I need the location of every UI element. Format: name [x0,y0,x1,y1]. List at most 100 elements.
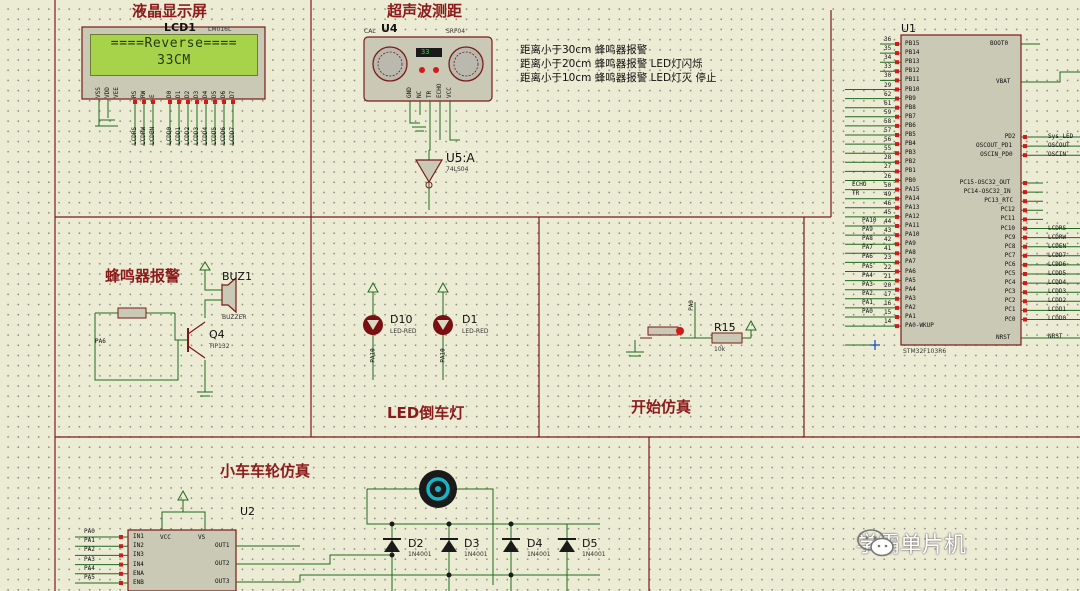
mcu-right-pin-terminal[interactable] [1023,272,1027,276]
mcu-right-pin-terminal[interactable] [1023,244,1027,249]
resistor-ref[interactable]: R15 [714,321,736,334]
mcu-right-net-label: LCDD3 [1048,288,1067,295]
driver-ref[interactable]: U2 [240,505,256,518]
mcu-left-pin-terminal[interactable] [895,233,899,238]
mcu-left-pin-terminal[interactable] [895,78,899,83]
ultrasonic-pin-tr: TR [426,90,433,98]
mcu-right-pin-terminal[interactable] [1023,308,1027,313]
ultrasonic-ref[interactable]: U4 [381,22,398,35]
lcd-pin-terminal[interactable] [168,100,172,104]
mcu-right-net-label: NRST [1048,333,1063,340]
transistor-ref[interactable]: Q4 [209,328,225,341]
mcu-left-pin-terminal[interactable] [895,315,899,319]
mcu-left-pin-terminal[interactable] [895,224,899,228]
mcu-left-pin-terminal[interactable] [895,278,899,283]
mcu-ref[interactable]: U1 [901,22,917,35]
mcu-left-pin-terminal[interactable] [895,114,899,119]
mcu-left-pin-terminal[interactable] [895,123,899,128]
lcd-pin-terminal[interactable] [133,100,137,104]
mcu-left-pin-terminal[interactable] [895,187,899,192]
mcu-left-pin-terminal[interactable] [895,242,899,247]
lcd-pin-terminal[interactable] [222,100,226,104]
mcu-left-pin-terminal[interactable] [895,269,899,274]
mcu-pin-pa3: PA3 [905,294,916,302]
mcu-right-pin-terminal[interactable] [1023,199,1027,204]
diode-d3-ref[interactable]: D3 [464,537,480,550]
lcd-pin-terminal[interactable] [142,100,146,104]
lcd-pin-terminal[interactable] [186,100,190,104]
driver-input-terminal[interactable] [119,553,123,558]
mcu-left-pin-terminal[interactable] [895,160,899,165]
lcd-model: LM016L [208,26,232,33]
buzzer-ref[interactable]: BUZ1 [222,270,252,283]
diode-d4-ref[interactable]: D4 [527,537,543,550]
mcu-left-pin-terminal[interactable] [895,169,899,174]
mcu-left-pin-terminal[interactable] [895,196,899,201]
mcu-left-pin-terminal[interactable] [895,287,899,292]
mcu-right-pin-terminal[interactable] [1023,144,1027,149]
inverter-ref[interactable]: U5:A [446,151,475,165]
led-d1-ref[interactable]: D1 [462,313,478,326]
mcu-right-pin-terminal[interactable] [1023,135,1027,139]
lcd-pin-terminal[interactable] [177,100,181,104]
lcd-pin-terminal[interactable] [213,100,217,104]
mcu-left-pin-terminal[interactable] [895,133,899,137]
mcu-left-net-label: PA1 [862,298,873,306]
mcu-right-pin-terminal[interactable] [1023,290,1027,295]
mcu-right-net-label: LCDD2 [1048,297,1067,304]
lcd-pin-terminal[interactable] [151,100,155,104]
mcu-left-pin-terminal[interactable] [895,324,899,329]
diode-d5-ref[interactable]: D5 [582,537,598,550]
mcu-right-pin-terminal[interactable] [1023,181,1027,185]
lcd-net-label: LCDD6 [220,126,227,145]
driver-net-label: PA4 [84,564,95,572]
mcu-pin-pc15-osc32_out: PC15-OSC32_OUT [959,179,1011,186]
mcu-left-pin-terminal[interactable] [895,96,899,101]
mcu-right-pin-terminal[interactable] [1023,317,1027,322]
mcu-left-pin-terminal[interactable] [895,251,899,256]
mcu-right-pin-terminal[interactable] [1023,190,1027,195]
diode-d2-ref[interactable]: D2 [408,537,424,550]
mcu-left-pin-terminal[interactable] [895,42,899,46]
led-d10-net: PA10 [369,348,377,363]
mcu-pin-pa10: PA10 [905,231,920,239]
mcu-right-pin-terminal[interactable] [1023,208,1027,213]
mcu-left-pin-terminal[interactable] [895,305,899,310]
driver-input-terminal[interactable] [119,544,123,549]
lcd-screen[interactable]: ====Reverse==== 33CM [90,34,258,76]
mcu-left-pin-terminal[interactable] [895,105,899,110]
lcd-pin-terminal[interactable] [204,100,208,104]
mcu-right-pin-terminal[interactable] [1023,235,1027,240]
lcd-pin-terminal[interactable] [195,100,199,104]
mcu-left-pin-terminal[interactable] [895,87,899,92]
driver-input-terminal[interactable] [119,562,123,567]
lcd-ref[interactable]: LCD1 [164,21,196,34]
start-section-title: 开始仿真 [631,398,692,416]
mcu-left-pin-terminal[interactable] [895,142,899,147]
mcu-right-pin-terminal[interactable] [1023,262,1027,267]
mcu-left-pin-terminal[interactable] [895,51,899,56]
mcu-right-pin-terminal[interactable] [1023,226,1027,231]
mcu-left-pin-terminal[interactable] [895,214,899,219]
mcu-right-pin-terminal[interactable] [1023,253,1027,258]
mcu-right-pin-terminal[interactable] [1023,217,1027,222]
led-d10-ref[interactable]: D10 [390,313,413,326]
mcu-right-pin-terminal[interactable] [1023,281,1027,286]
mcu-left-pin-terminal[interactable] [895,60,899,65]
mcu-right-net-label: LCDRS [1048,225,1067,232]
driver-input-terminal[interactable] [119,571,123,576]
mcu-left-pin-terminal[interactable] [895,178,899,183]
mcu-left-pin-terminal[interactable] [895,296,899,301]
mcu-left-pin-terminal[interactable] [895,69,899,74]
mcu-right-pin-terminal[interactable] [1023,299,1027,304]
driver-input-terminal[interactable] [119,581,123,585]
mcu-left-pin-terminal[interactable] [895,260,899,265]
mcu-pin-pc3: PC3 [1004,288,1016,296]
lcd-pin-terminal[interactable] [231,100,235,104]
mcu-left-pin-terminal[interactable] [895,151,899,156]
driver-input-terminal[interactable] [119,535,123,539]
mcu-left-pin-terminal[interactable] [895,205,899,210]
mcu-right-pin-terminal[interactable] [1023,153,1027,158]
mcu-right-net-label: LCDD5 [1048,270,1067,277]
